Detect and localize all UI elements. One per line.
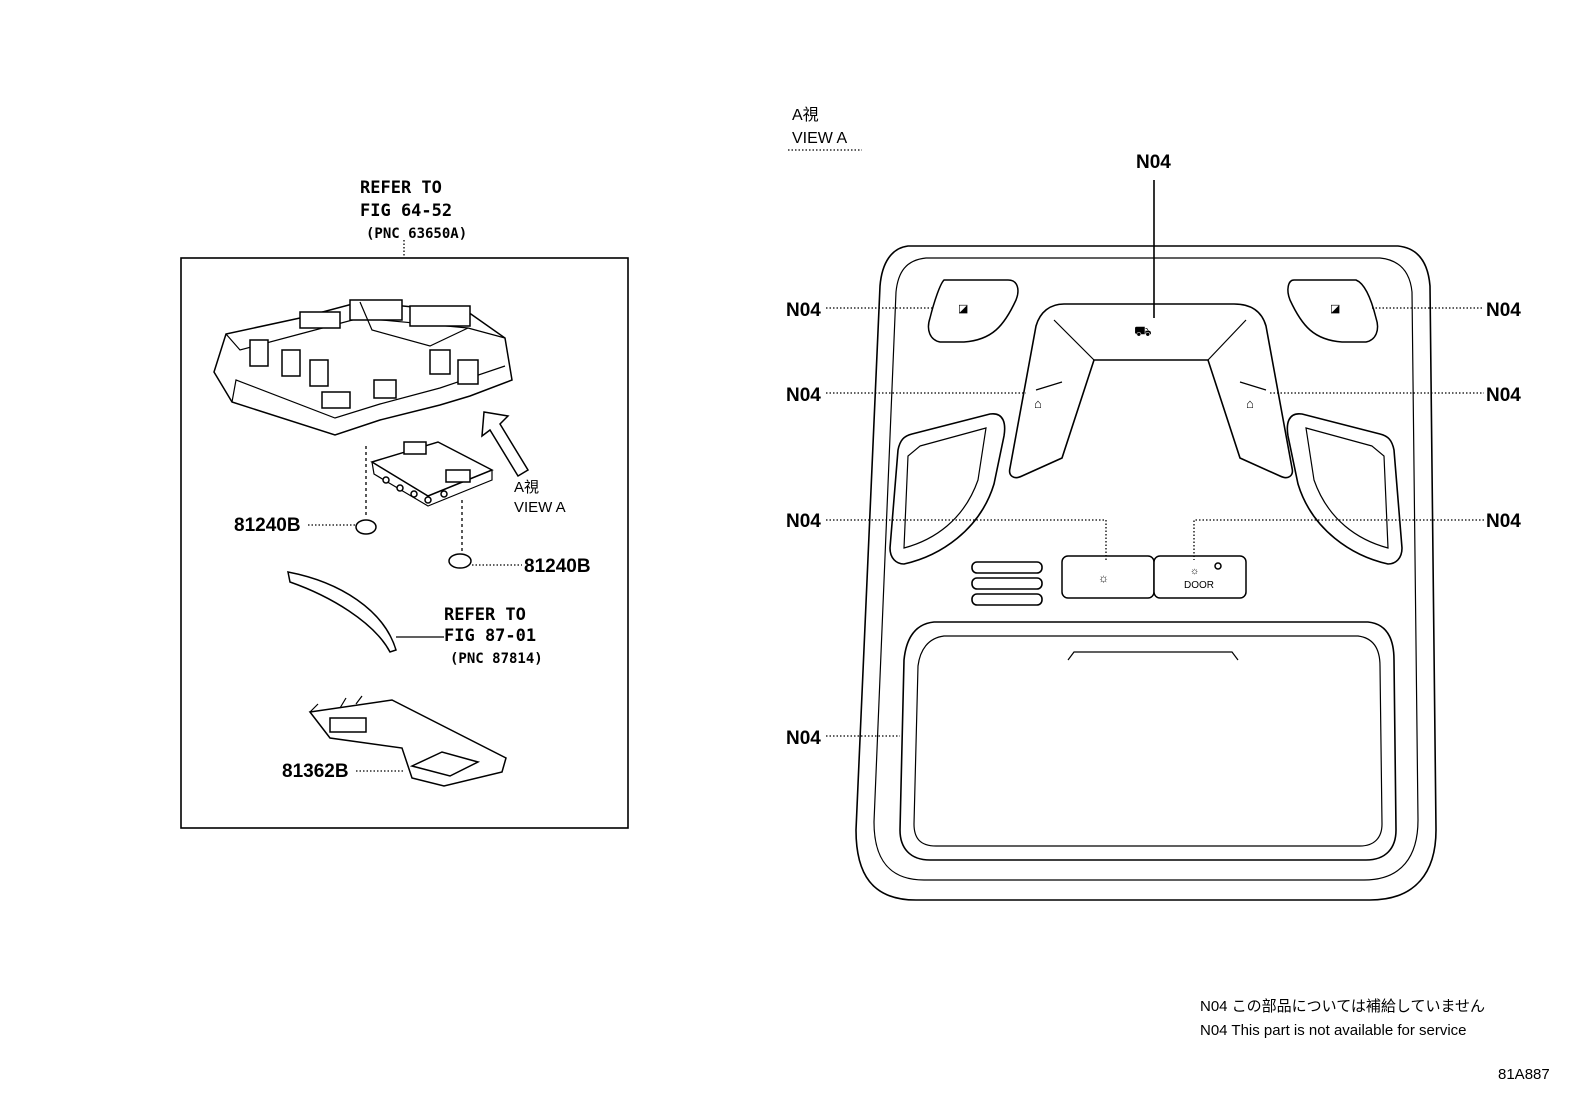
view-a-en-right: VIEW A (792, 130, 847, 147)
view-a-jp-left: A視 (514, 479, 539, 496)
bracket (308, 695, 507, 787)
door-lamp-button[interactable] (1153, 555, 1247, 599)
map-light-icon-left: ◪ (958, 303, 968, 315)
bulb-right (448, 553, 472, 569)
circuit-board (370, 441, 494, 507)
view-arrow (481, 411, 530, 478)
view-a: A視 VIEW A ◪ ◪ ⛟ ⌂ ⌂ (786, 106, 1521, 901)
map-light-button-left[interactable] (927, 279, 1019, 343)
note-en: N04 This part is not available for servi… (1200, 1022, 1467, 1039)
console-housing (213, 299, 513, 436)
callout-right-1: N04 (1486, 300, 1521, 321)
refer-top-line2: FIG 64-52 (360, 201, 452, 221)
refer-mid-line3: (PNC 87814) (450, 651, 543, 667)
part-81240b-left: 81240B (234, 515, 301, 536)
assembly-frame (180, 257, 629, 829)
part-81240b-right: 81240B (524, 556, 591, 577)
sunroof-icon: ⛟ (1134, 323, 1152, 339)
note-jp: N04 この部品については補給していません (1200, 998, 1485, 1015)
door-icon-left: ⌂ (1034, 396, 1042, 411)
callout-right-3: N04 (1486, 511, 1521, 532)
refer-mid-line2: FIG 87-01 (444, 626, 536, 646)
view-a-jp-right: A視 (792, 106, 819, 124)
left-assembly: REFER TO FIG 64-52 (PNC 63650A) A視 VIEW … (180, 178, 629, 829)
callout-left-4: N04 (786, 728, 821, 749)
lower-cover (899, 621, 1397, 861)
refer-top-line1: REFER TO (360, 178, 442, 198)
console-outline (855, 245, 1437, 901)
side-lamp-left (889, 413, 1006, 565)
map-light-icon-right: ◪ (1330, 303, 1340, 315)
callout-left-1: N04 (786, 300, 821, 321)
room-lamp-icon: ☼ (1098, 571, 1109, 585)
view-a-en-left: VIEW A (514, 499, 566, 516)
refer-mid-line1: REFER TO (444, 605, 526, 625)
callout-left-3: N04 (786, 511, 821, 532)
map-light-button-right[interactable] (1287, 279, 1379, 343)
callout-top: N04 (1136, 152, 1171, 173)
side-lamp-right (1286, 413, 1403, 565)
figure-id: 81A887 (1498, 1066, 1550, 1083)
door-lamp-icon: ☼ (1190, 566, 1199, 577)
door-icon-right: ⌂ (1246, 396, 1254, 411)
callout-left-2: N04 (786, 385, 821, 406)
vent-slots (971, 561, 1043, 606)
door-indicator-dot (1214, 562, 1222, 570)
part-81362b: 81362B (282, 761, 349, 782)
refer-top-line3: (PNC 63650A) (366, 226, 467, 242)
callout-right-2: N04 (1486, 385, 1521, 406)
lens-strip (287, 571, 397, 653)
door-lamp-label: DOOR (1184, 580, 1214, 591)
bulb-left (355, 519, 377, 535)
